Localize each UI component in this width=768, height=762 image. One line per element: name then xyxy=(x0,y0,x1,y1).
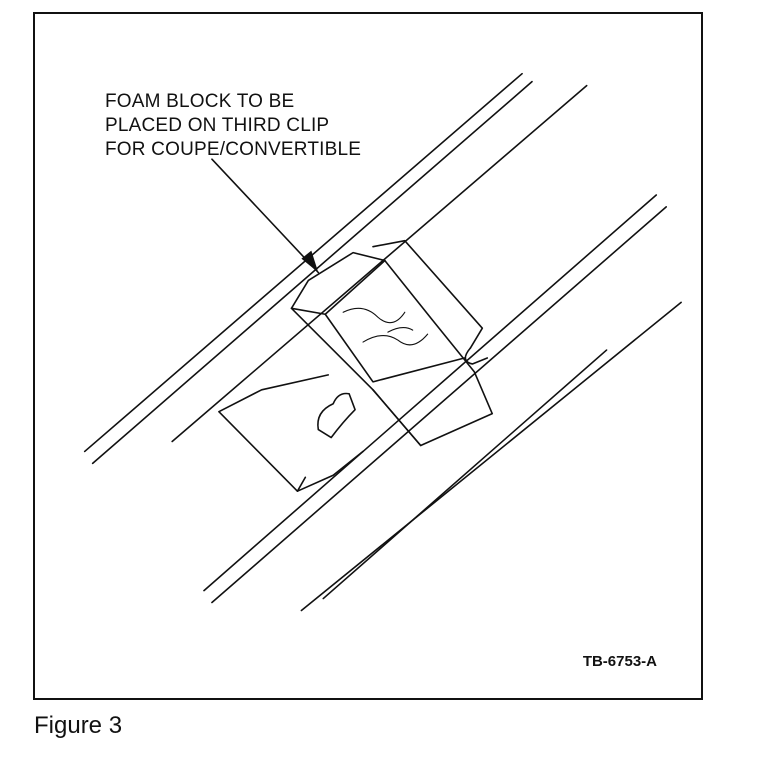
lower-rail-line xyxy=(203,194,658,592)
reference-code: TB-6753-A xyxy=(582,653,657,670)
clip-body-right xyxy=(372,239,484,349)
clip-body-left xyxy=(218,374,364,492)
foam-block-bottom xyxy=(372,389,422,447)
callout-leader-line xyxy=(211,158,320,274)
foam-texture xyxy=(362,333,429,346)
figure-caption: Figure 3 xyxy=(34,712,123,739)
callout-arrowhead xyxy=(301,250,319,273)
upper-rail-line xyxy=(83,72,523,453)
lower-rail-line xyxy=(211,206,668,604)
foam-block-top xyxy=(290,251,386,316)
foam-texture xyxy=(387,327,414,333)
upper-rail-line xyxy=(171,84,588,443)
foam-block-edge xyxy=(324,313,466,383)
foam-texture xyxy=(342,307,406,324)
figure-frame: FOAM BLOCK TO BE PLACED ON THIRD CLIP FO… xyxy=(33,12,703,700)
callout-line-3: FOR COUPE/CONVERTIBLE xyxy=(105,139,362,160)
lower-rail-line xyxy=(322,349,608,600)
lower-rail-line xyxy=(300,301,682,612)
clip-hook xyxy=(317,392,356,439)
callout-line-2: PLACED ON THIRD CLIP xyxy=(105,115,330,136)
clip-illustration xyxy=(83,72,682,612)
clip-body-left-inner xyxy=(296,476,307,492)
clip-body-right-slot xyxy=(464,347,489,365)
callout-line-1: FOAM BLOCK TO BE xyxy=(105,91,295,112)
foam-block-front xyxy=(290,259,494,447)
upper-rail-line xyxy=(91,80,533,465)
callout-text: FOAM BLOCK TO BE PLACED ON THIRD CLIP FO… xyxy=(105,90,361,162)
